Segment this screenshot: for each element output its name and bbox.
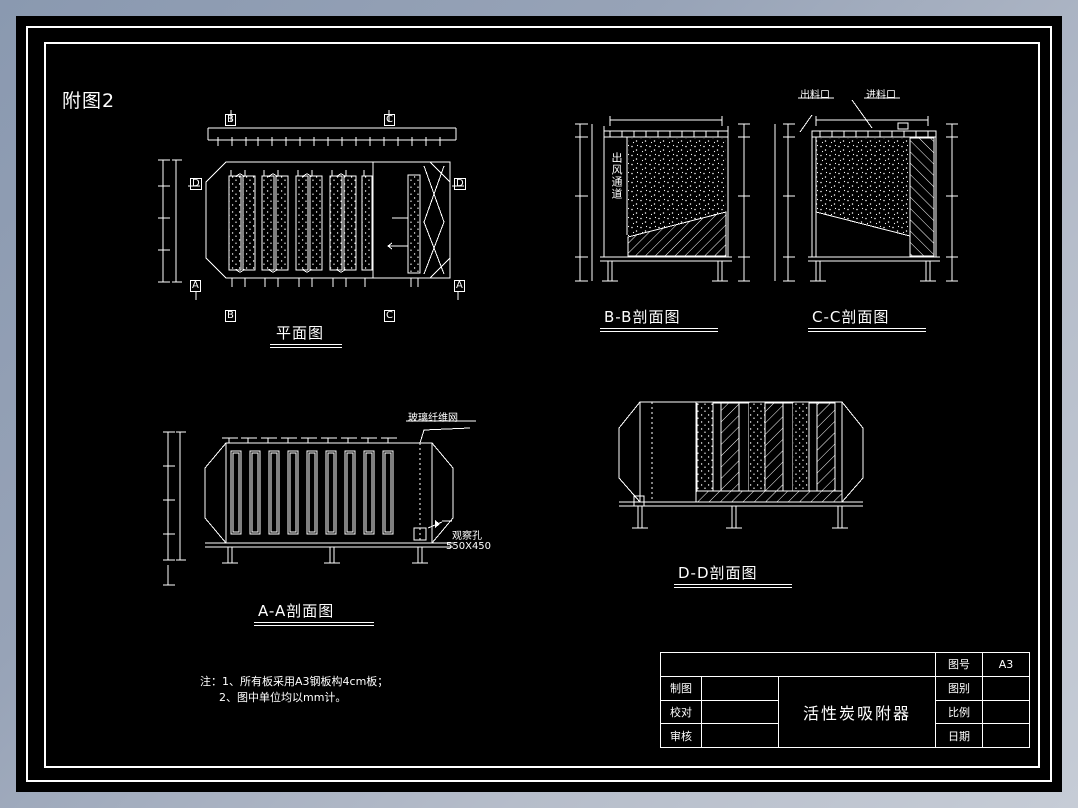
- annotation-fiberglass-mesh: 玻璃纤维网: [408, 413, 458, 424]
- annotation-feed-port: 进料口: [866, 90, 896, 101]
- approved-by-value[interactable]: [701, 723, 779, 748]
- section-mark-d-right: D: [454, 178, 466, 190]
- drawn-by-label: 制图: [660, 675, 702, 701]
- scale-label: 比例: [935, 699, 983, 725]
- view-label-aa: A-A剖面图: [258, 602, 335, 620]
- section-mark-d-left: D: [190, 178, 202, 190]
- title-block-main-title: 活性炭吸附器: [778, 675, 936, 749]
- annotation-air-outlet-channel: 出风通道: [610, 152, 623, 200]
- date-value[interactable]: [982, 723, 1030, 748]
- date-label: 日期: [935, 723, 983, 748]
- drawing-no-value[interactable]: A3: [982, 652, 1030, 677]
- view-label-bb: B-B剖面图: [604, 308, 681, 326]
- view-label-cc-underline: [808, 328, 926, 332]
- note-line-1: 注：1、所有板采用A3钢板构4cm板；: [200, 675, 389, 688]
- scale-value[interactable]: [982, 699, 1030, 725]
- annotation-discharge-port: 出料口: [800, 90, 830, 101]
- view-label-plan: 平面图: [276, 324, 325, 342]
- title-block: 图号 A3 制图 活性炭吸附器 图别 校对 比例 审核 日期: [660, 652, 1030, 749]
- view-label-bb-underline: [600, 328, 718, 332]
- drawing-type-value[interactable]: [982, 675, 1030, 701]
- section-mark-b-plan: B: [225, 114, 236, 126]
- drawing-no-label: 图号: [935, 652, 983, 677]
- view-label-aa-underline: [254, 622, 374, 626]
- drawn-by-value[interactable]: [701, 675, 779, 701]
- sheet-border-inner: [44, 42, 1040, 768]
- section-mark-a-right: A: [454, 280, 465, 292]
- checked-by-value[interactable]: [701, 699, 779, 725]
- checked-by-label: 校对: [660, 699, 702, 725]
- view-label-dd: D-D剖面图: [678, 564, 758, 582]
- annotation-observation-hole-size: 550X450: [446, 541, 492, 552]
- view-label-cc: C-C剖面图: [812, 308, 890, 326]
- section-mark-a-left: A: [190, 280, 201, 292]
- approved-by-label: 审核: [660, 723, 702, 748]
- section-mark-c-plan: C: [384, 114, 395, 126]
- sheet-border-outer: [26, 26, 1052, 782]
- view-label-dd-underline: [674, 584, 792, 588]
- section-mark-b-bottom: B: [225, 310, 236, 322]
- annotation-observation-hole: 观察孔: [452, 531, 482, 542]
- section-mark-c-bottom: C: [384, 310, 395, 322]
- title-block-blank-top: [660, 652, 936, 677]
- sheet-title: 附图2: [62, 90, 116, 112]
- view-label-plan-underline: [270, 344, 342, 348]
- drawing-type-label: 图别: [935, 675, 983, 701]
- note-line-2: 2、图中单位均以mm计。: [219, 691, 347, 704]
